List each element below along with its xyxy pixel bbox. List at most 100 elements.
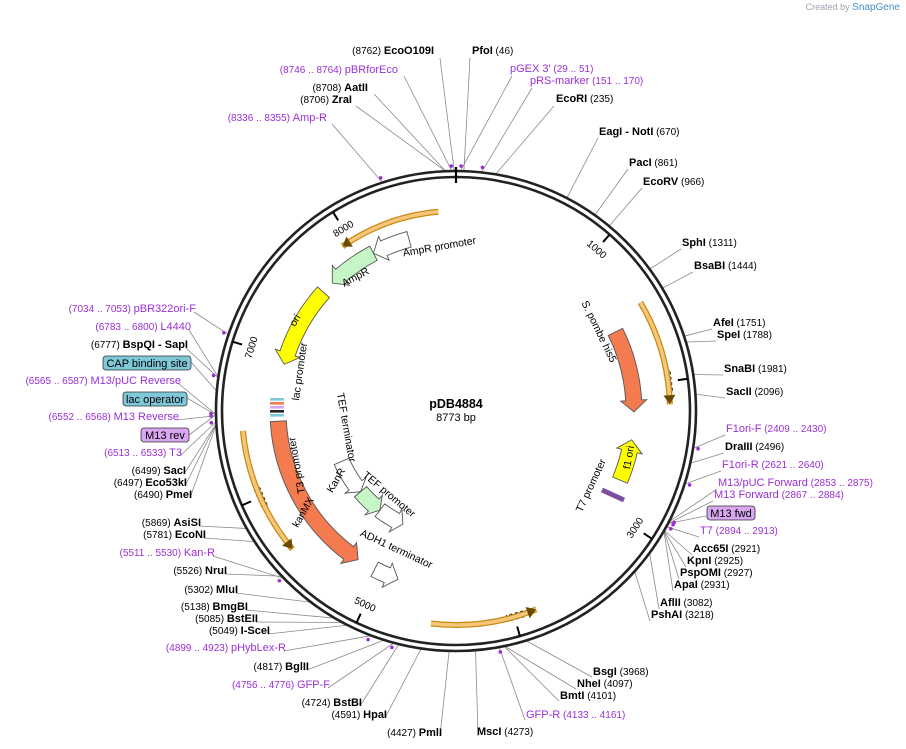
enzyme-name: KpnI: [687, 555, 711, 567]
leader-line: [481, 87, 533, 172]
feature-kanmx: [269, 420, 359, 565]
primer-name: M13/pUC Reverse: [91, 375, 181, 387]
enzyme-aflii: AflII (3082): [660, 597, 712, 609]
feature-ampr: [331, 245, 378, 286]
leader-line: [693, 434, 726, 449]
primer-m13-puc-reverse: (6565 .. 6587) M13/pUC Reverse: [25, 375, 181, 387]
enzyme-pos: (1311): [706, 238, 737, 249]
enzyme-bsteii: (5085) BstEII: [195, 613, 258, 625]
primer-name: pBR322ori-F: [134, 303, 197, 315]
primer-amp-r: (8336 .. 8355) Amp-R: [228, 112, 327, 124]
primer-pos: (8746 .. 8764): [280, 65, 345, 76]
enzyme-name: NruI: [205, 565, 227, 577]
enzyme-bglii: (4817) BglII: [253, 661, 309, 673]
label-box-m13-rev: [140, 427, 190, 443]
primer-mark: [378, 176, 383, 180]
primer-name: M13 Forward: [714, 489, 779, 501]
enzyme-name: Eco53kI: [145, 477, 187, 489]
ruler-tick-5000: [355, 613, 362, 624]
primer-name: Amp-R: [293, 112, 327, 124]
orf-amp-head: [342, 236, 353, 247]
leader-line: [691, 452, 725, 464]
leader-line: [327, 643, 394, 689]
enzyme-name: AflII: [660, 597, 681, 609]
leader-line: [331, 123, 383, 182]
primer-name: pBRforEco: [345, 64, 398, 76]
primer-t3: (6513 .. 6533) T3: [104, 447, 182, 459]
enzyme-name: NheI: [577, 678, 601, 690]
feature-tef-terminator: [333, 457, 367, 494]
lac-region-mark-1: [270, 402, 284, 405]
enzyme-pos: (46): [493, 46, 514, 57]
enzyme-bsabi: BsaBI (1444): [694, 260, 757, 272]
leader-line: [193, 311, 228, 335]
primer-m13-forward: M13 Forward (2867 .. 2884): [714, 489, 844, 501]
leader-line: [183, 424, 216, 475]
enzyme-name: AfeI: [713, 317, 734, 329]
leader-line: [663, 532, 674, 592]
leader-line: [184, 425, 216, 487]
orf-adh: [430, 607, 537, 627]
leader-line: [384, 649, 422, 719]
leader-line: [664, 531, 680, 580]
primer-pos: (6513 .. 6533): [104, 448, 169, 459]
enzyme-pos: (4817): [253, 662, 285, 673]
enzyme-bsgi: BsgI (3968): [593, 666, 649, 678]
leader-line: [609, 187, 643, 226]
primer-prs-marker: pRS-marker (151 .. 170): [530, 75, 643, 87]
enzyme-pos: (4273): [501, 727, 533, 738]
label-m13-rev: M13 rev: [145, 430, 185, 442]
lac-region-mark-4: [270, 414, 284, 417]
enzyme-bspqi-sapi: (6777) BspQI - SapI: [91, 339, 188, 351]
primer-pos: (4756 .. 4776): [232, 680, 297, 691]
enzyme-name: SacI: [163, 465, 186, 477]
enzyme-pos: (5085): [195, 614, 227, 625]
feature-s-pombe-his5: [607, 327, 648, 413]
primer-pos: (5511 .. 5530): [120, 548, 184, 559]
leader-line: [670, 488, 718, 522]
ruler-label-5000: 5000: [352, 595, 377, 615]
enzyme-pos: (5781): [143, 530, 175, 541]
primer-t7: T7 (2894 .. 2913): [700, 525, 778, 537]
enzyme-name: EcoRV: [643, 176, 679, 188]
leader-line: [684, 328, 713, 337]
t7-region-mark: [600, 487, 626, 503]
lac-region-mark-2: [270, 406, 284, 409]
ruler-tick-2000: [677, 377, 688, 382]
enzyme-name: SnaBI: [724, 363, 755, 375]
enzyme-eagi-noti: EagI - NotI (670): [599, 126, 680, 138]
primer-name: M13/pUC Forward: [718, 477, 808, 489]
feature-kanr: [353, 485, 383, 516]
primer-name: M13 Reverse: [114, 411, 179, 423]
primer-pos: (6565 .. 6587): [25, 376, 90, 387]
center-label: pDB4884 8773 bp: [429, 397, 483, 424]
leader-line: [634, 572, 651, 622]
plasmid-backbone: [214, 167, 698, 653]
enzyme-pos: (1444): [725, 261, 757, 272]
enzyme-pos: (5302): [184, 585, 216, 596]
enzyme-name: PfoI: [472, 45, 493, 57]
enzyme-name: SpeI: [717, 329, 740, 341]
enzyme-name: PacI: [629, 157, 652, 169]
label-lac-operator: lac operator: [126, 394, 184, 406]
enzyme-asisi: (5869) AsiSI: [142, 517, 201, 529]
enzyme-snabi: SnaBI (1981): [724, 363, 787, 375]
leader-line: [190, 361, 217, 391]
primer-mark: [209, 411, 213, 416]
primer-name: pRS-marker: [530, 75, 590, 87]
enzyme-pos: (8708): [312, 83, 344, 94]
leader-line: [224, 573, 281, 577]
leader-line: [566, 137, 599, 198]
feature-label-tef-terminator: TEF terminator: [334, 392, 358, 464]
orf-kan: [241, 430, 294, 551]
leader-line: [267, 624, 346, 635]
leader-line: [505, 646, 577, 690]
primer-pos: (7034 .. 7053): [69, 304, 134, 315]
enzyme-pos: (5049): [209, 626, 241, 637]
feature-label-adh1-terminator: ADH1 terminator: [358, 527, 434, 571]
primer-kan-r: (5511 .. 5530) Kan-R: [120, 547, 216, 559]
enzyme-name: I-SceI: [241, 625, 270, 637]
enzyme-zrai: (8706) ZraI: [300, 94, 352, 106]
